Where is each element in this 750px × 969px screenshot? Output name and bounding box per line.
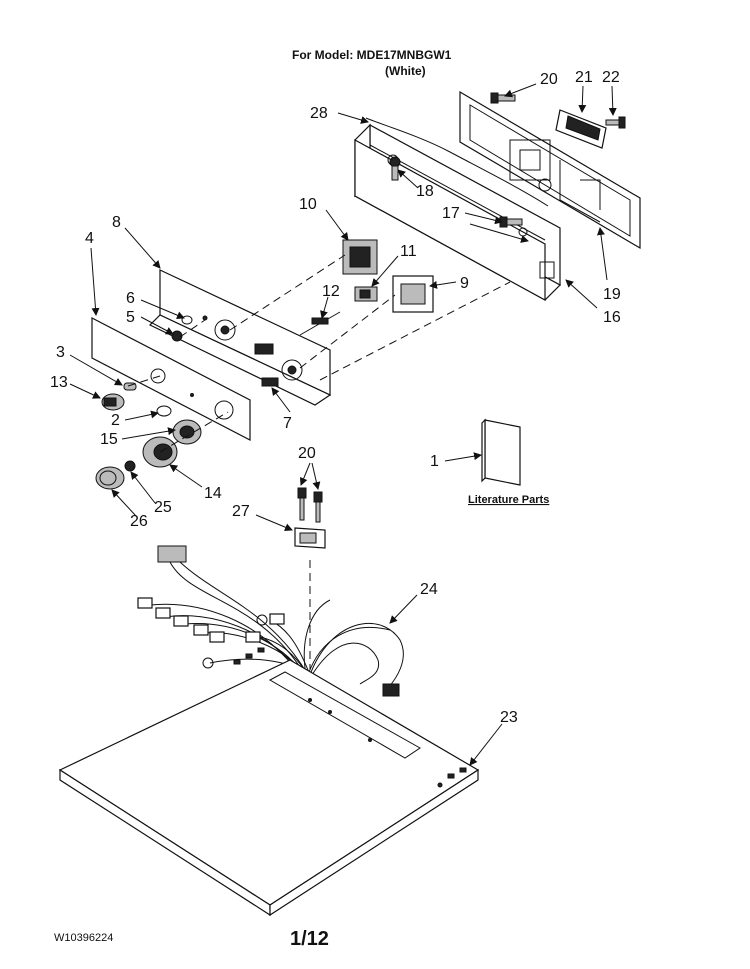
assembly-lines: [127, 254, 511, 670]
callout-16: 16: [603, 309, 621, 326]
screw-18: [389, 156, 401, 181]
screws-20: [297, 487, 323, 523]
callout-19: 19: [603, 286, 621, 303]
knob-cap-26: [95, 466, 125, 490]
callout-14: 14: [204, 485, 222, 502]
leader-lines: [69, 83, 617, 766]
screw-22: [605, 116, 626, 129]
callout-3: 3: [56, 344, 65, 361]
control-panel: [148, 269, 332, 406]
page-number: 1/12: [290, 928, 329, 950]
callout-28: 28: [310, 105, 328, 122]
callout-20-mid: 20: [298, 445, 316, 462]
lamp-12: [299, 311, 341, 336]
callout-23: 23: [500, 709, 518, 726]
console-rear-panel: [459, 90, 641, 250]
callout-6: 6: [126, 290, 135, 307]
clip-25: [124, 460, 136, 472]
callout-18: 18: [416, 183, 434, 200]
callout-24: 24: [420, 581, 438, 598]
lens-6-5: [171, 315, 193, 342]
callout-13: 13: [50, 374, 68, 391]
callout-25: 25: [154, 499, 172, 516]
callout-9: 9: [460, 275, 469, 292]
switch-9: [392, 275, 434, 313]
literature-label: Literature Parts: [468, 494, 549, 506]
switch-11: [354, 286, 378, 302]
callout-11: 11: [400, 243, 417, 260]
callout-5: 5: [126, 309, 135, 326]
model-color: (White): [385, 64, 426, 78]
spring-7: [261, 377, 279, 387]
screw-17: [499, 216, 523, 228]
knob-13: [101, 393, 125, 411]
model-title: For Model: MDE17MNBGW1: [292, 48, 452, 62]
callout-2: 2: [111, 412, 120, 429]
knob-skirt-15: [172, 419, 202, 445]
bulb-2: [156, 405, 172, 417]
screw-20-top: [490, 92, 516, 104]
callout-4: 4: [85, 230, 94, 247]
control-board: [555, 109, 607, 149]
timer-10: [342, 239, 378, 275]
relay-27: [294, 527, 326, 549]
callout-15: 15: [100, 431, 118, 448]
callout-numbers: 20 21 22 28 18 17 10 8 4 11 9 12 19 6 5 …: [50, 69, 621, 726]
callout-10: 10: [299, 196, 317, 213]
callout-20-top: 20: [540, 71, 558, 88]
literature-booklet: [481, 418, 521, 486]
callout-8: 8: [112, 214, 121, 231]
console-body: [353, 123, 561, 302]
callout-21: 21: [575, 69, 593, 86]
callout-22: 22: [602, 69, 620, 86]
callout-17: 17: [442, 205, 460, 222]
top-panel: [58, 647, 480, 917]
callout-7: 7: [283, 415, 292, 432]
callout-27: 27: [232, 503, 250, 520]
callout-12: 12: [322, 283, 340, 300]
document-number: W10396224: [54, 932, 114, 944]
console-overlay: [91, 317, 251, 441]
ground-wire: [365, 117, 549, 207]
callout-1: 1: [430, 453, 439, 470]
callout-26: 26: [130, 513, 148, 530]
